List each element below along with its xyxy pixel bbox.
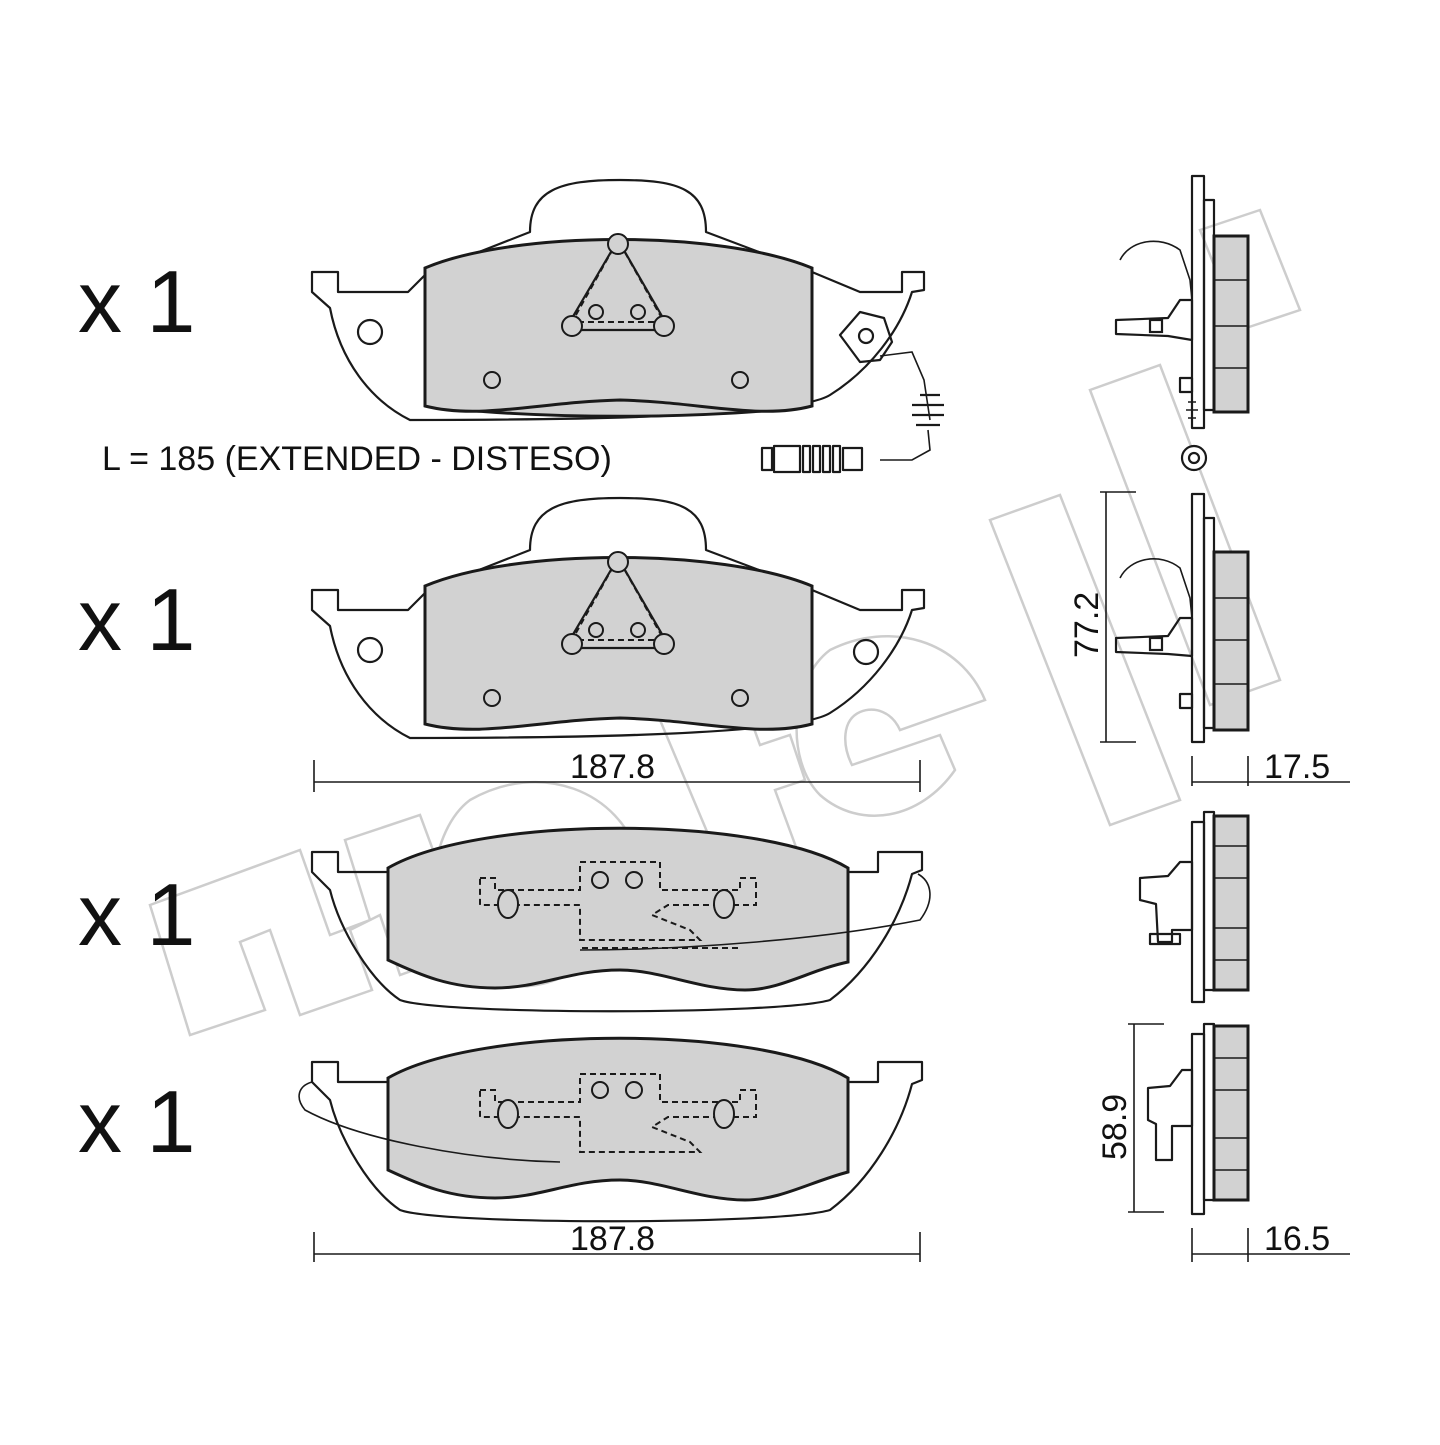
dimension-label: 187.8 (570, 1220, 655, 1258)
dimension-upper-thickness (1191, 756, 1350, 786)
dimension-lower-thickness (1191, 1228, 1350, 1262)
dimension-label: 77.2 (1068, 592, 1106, 658)
brake-pad-4-front-view (298, 1036, 924, 1223)
dimension-label: 58.9 (1096, 1094, 1134, 1160)
side-view-pad-4 (1128, 1022, 1250, 1216)
brake-pad-2-front-view (310, 496, 926, 740)
quantity-label: x 1 (78, 570, 195, 669)
quantity-label: x 1 (78, 252, 195, 351)
brake-pad-1-front-view (310, 178, 944, 474)
brake-pad-3-front-view (310, 826, 931, 1013)
side-view-pad-2 (1100, 491, 1250, 744)
sensor-length-note: L = 185 (EXTENDED - DISTESO) (102, 440, 612, 478)
side-view-pad-3 (1138, 810, 1250, 1004)
dimension-label: 187.8 (570, 748, 655, 786)
dimension-label: 17.5 (1264, 748, 1330, 786)
dimension-lower-width (313, 1232, 921, 1262)
quantity-label: x 1 (78, 1072, 195, 1171)
dimension-upper-width (313, 760, 921, 792)
side-view-pad-1 (1114, 174, 1250, 472)
dimension-label: 16.5 (1264, 1220, 1330, 1258)
quantity-label: x 1 (78, 865, 195, 964)
